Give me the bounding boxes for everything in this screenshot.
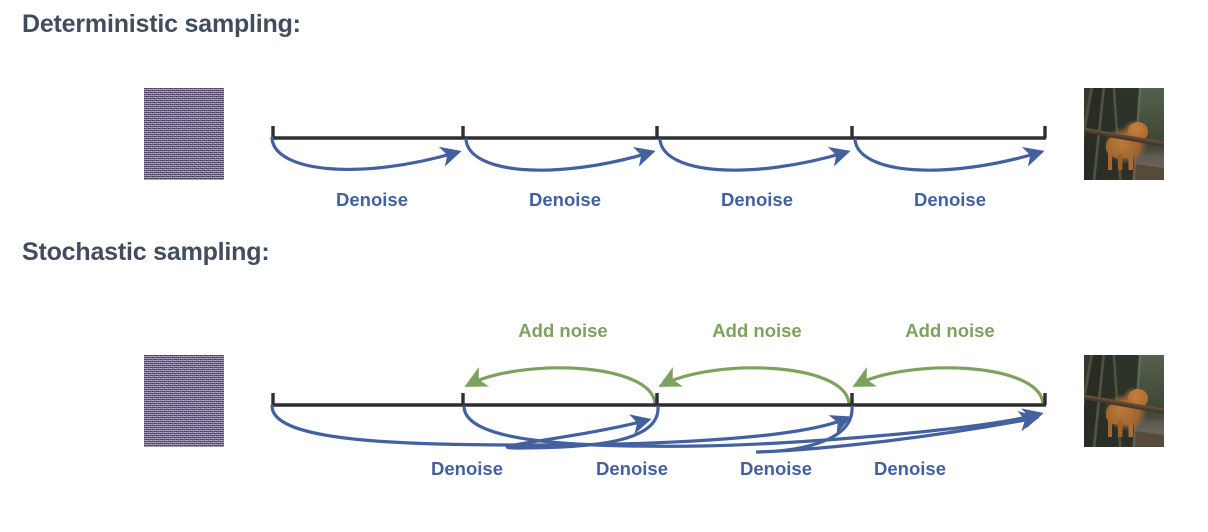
heading-stochastic-sampling: Stochastic sampling: [22, 238, 270, 266]
denoise-label-sto-1: Denoise [431, 458, 503, 479]
denoise-label-sto-4: Denoise [874, 458, 946, 479]
denoise-label-sto-2: Denoise [596, 458, 668, 479]
denoise-label-det-1: Denoise [336, 189, 408, 210]
denoise-arrow-sto-4 [755, 405, 1040, 454]
heading-deterministic-sampling: Deterministic sampling: [22, 10, 301, 38]
denoise-label-det-3: Denoise [721, 189, 793, 210]
dog-legs [1108, 421, 1138, 437]
denoise-arrow-det-2 [464, 138, 656, 172]
denoise-arrow-sto-3 [505, 405, 660, 450]
denoise-arrow-det-4 [853, 138, 1045, 172]
denoise-label-det-2: Denoise [529, 189, 601, 210]
denoise-label-sto-3: Denoise [740, 458, 812, 479]
denoise-arrow-det-1 [270, 136, 462, 171]
noise-thumbnail-deterministic [144, 88, 224, 180]
dog-photo-thumbnail-stochastic [1084, 355, 1164, 447]
add-noise-label-1: Add noise [518, 320, 608, 341]
add-noise-arrow-3 [852, 366, 1045, 405]
denoise-label-det-4: Denoise [914, 189, 986, 210]
denoise-arrow-sto-2 [462, 405, 1044, 448]
dog-photo-thumbnail-deterministic [1084, 88, 1164, 180]
add-noise-label-2: Add noise [712, 320, 802, 341]
add-noise-arrow-2 [658, 366, 851, 405]
dog-legs [1108, 154, 1138, 170]
add-noise-label-3: Add noise [905, 320, 995, 341]
timeline-axis-deterministic [271, 126, 1047, 140]
denoise-arrow-sto-1 [270, 404, 852, 447]
denoise-arrow-det-3 [658, 138, 851, 172]
timeline-axis-stochastic [271, 393, 1047, 407]
add-noise-arrow-1 [464, 366, 657, 405]
noise-thumbnail-stochastic [144, 355, 224, 447]
